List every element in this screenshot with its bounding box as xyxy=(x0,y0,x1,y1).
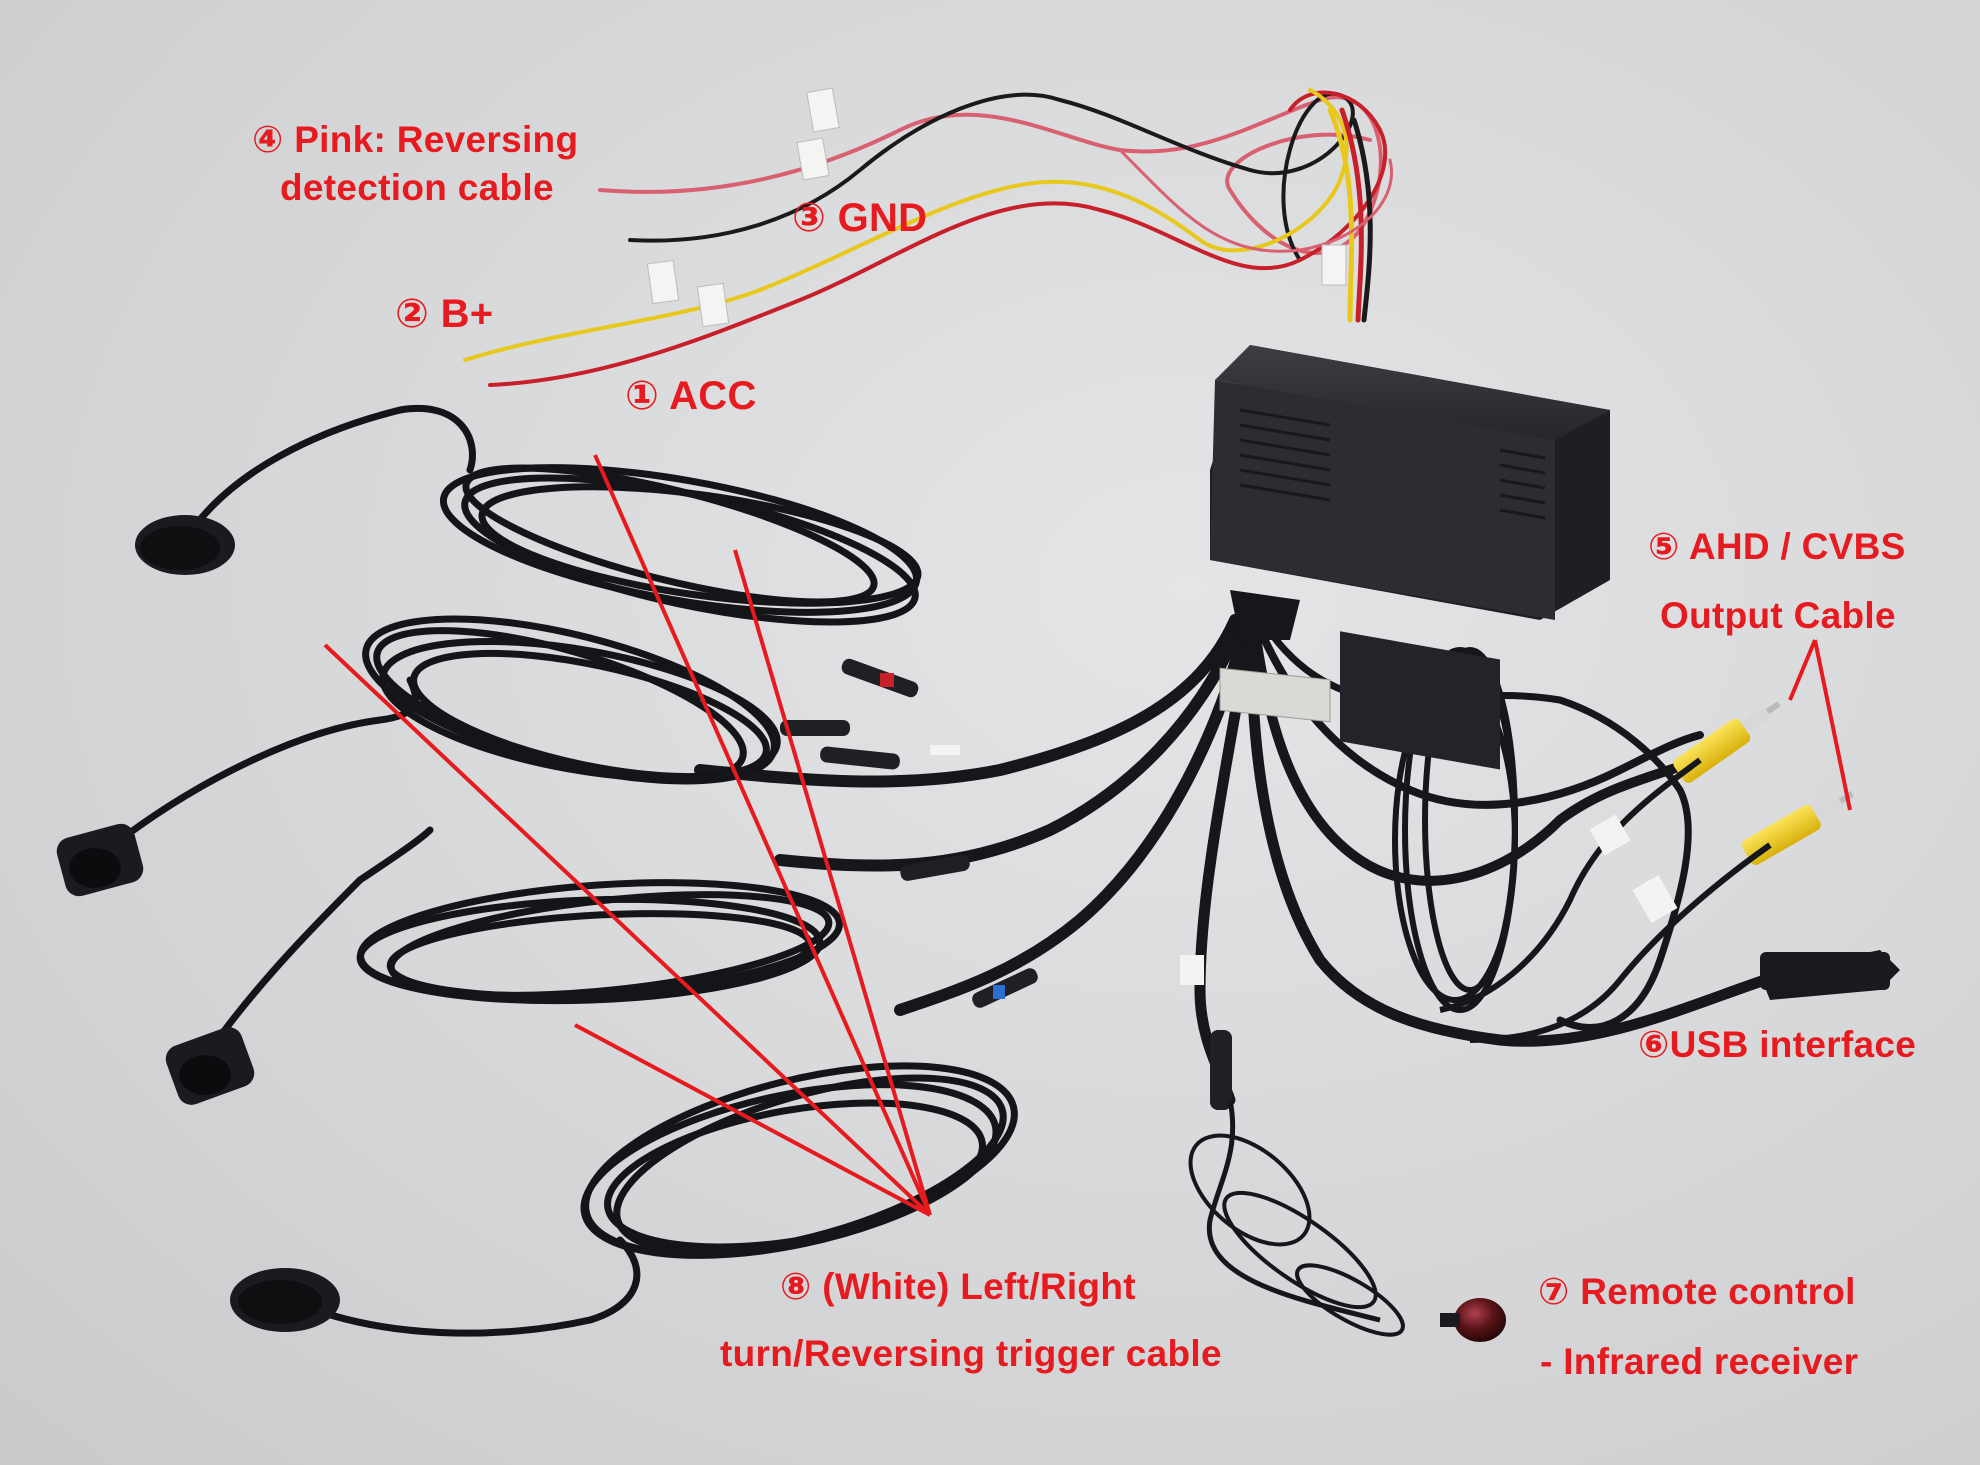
infrared-receiver-icon xyxy=(1188,1099,1506,1342)
label-white-trigger-line1: ⑧ (White) Left/Right xyxy=(780,1266,1136,1307)
label-acc: ① ACC xyxy=(625,374,757,418)
label-pink-reversing-line1: ④ Pink: Reversing xyxy=(252,119,579,160)
label-gnd: ③ GND xyxy=(792,196,928,240)
rca-plug-icon xyxy=(1439,701,1854,1043)
line-to-rca-bottom xyxy=(1813,639,1852,811)
wire-red-acc xyxy=(488,90,1388,387)
wire-pink-reversing xyxy=(598,95,1383,255)
label-remote-control-line2: - Infrared receiver xyxy=(1540,1341,1859,1382)
label-ahd-cvbs-line2: Output Cable xyxy=(1660,595,1896,636)
annotation-lines xyxy=(323,454,1852,1217)
camera-icon xyxy=(56,515,340,1332)
power-wires xyxy=(463,88,1393,387)
wire-black-gnd xyxy=(628,91,1355,262)
wire-yellow-bplus xyxy=(463,88,1349,362)
usb-plug-icon xyxy=(1760,950,1900,1000)
inline-connectors xyxy=(780,658,1232,1110)
label-ahd-cvbs-line1: ⑤ AHD / CVBS xyxy=(1648,526,1906,567)
line-to-left-camera-cable xyxy=(593,454,932,1216)
coiled-camera-cables xyxy=(356,464,1018,1259)
control-box-icon xyxy=(1210,345,1610,770)
label-remote-control-line1: ⑦ Remote control xyxy=(1538,1271,1856,1312)
label-white-trigger-line2: turn/Reversing trigger cable xyxy=(720,1333,1222,1374)
line-to-rca-top xyxy=(1788,639,1817,701)
wire-tags xyxy=(646,87,1347,328)
line-to-camera-cable-4 xyxy=(574,1023,931,1217)
line-to-camera-cable-2 xyxy=(323,643,932,1217)
line-to-camera-cable-3 xyxy=(733,549,932,1216)
camera-leads xyxy=(116,405,641,1337)
label-pink-reversing-line2: detection cable xyxy=(280,167,554,208)
label-b-plus: ② B+ xyxy=(395,292,494,336)
label-usb-interface: ⑥USB interface xyxy=(1638,1024,1917,1065)
